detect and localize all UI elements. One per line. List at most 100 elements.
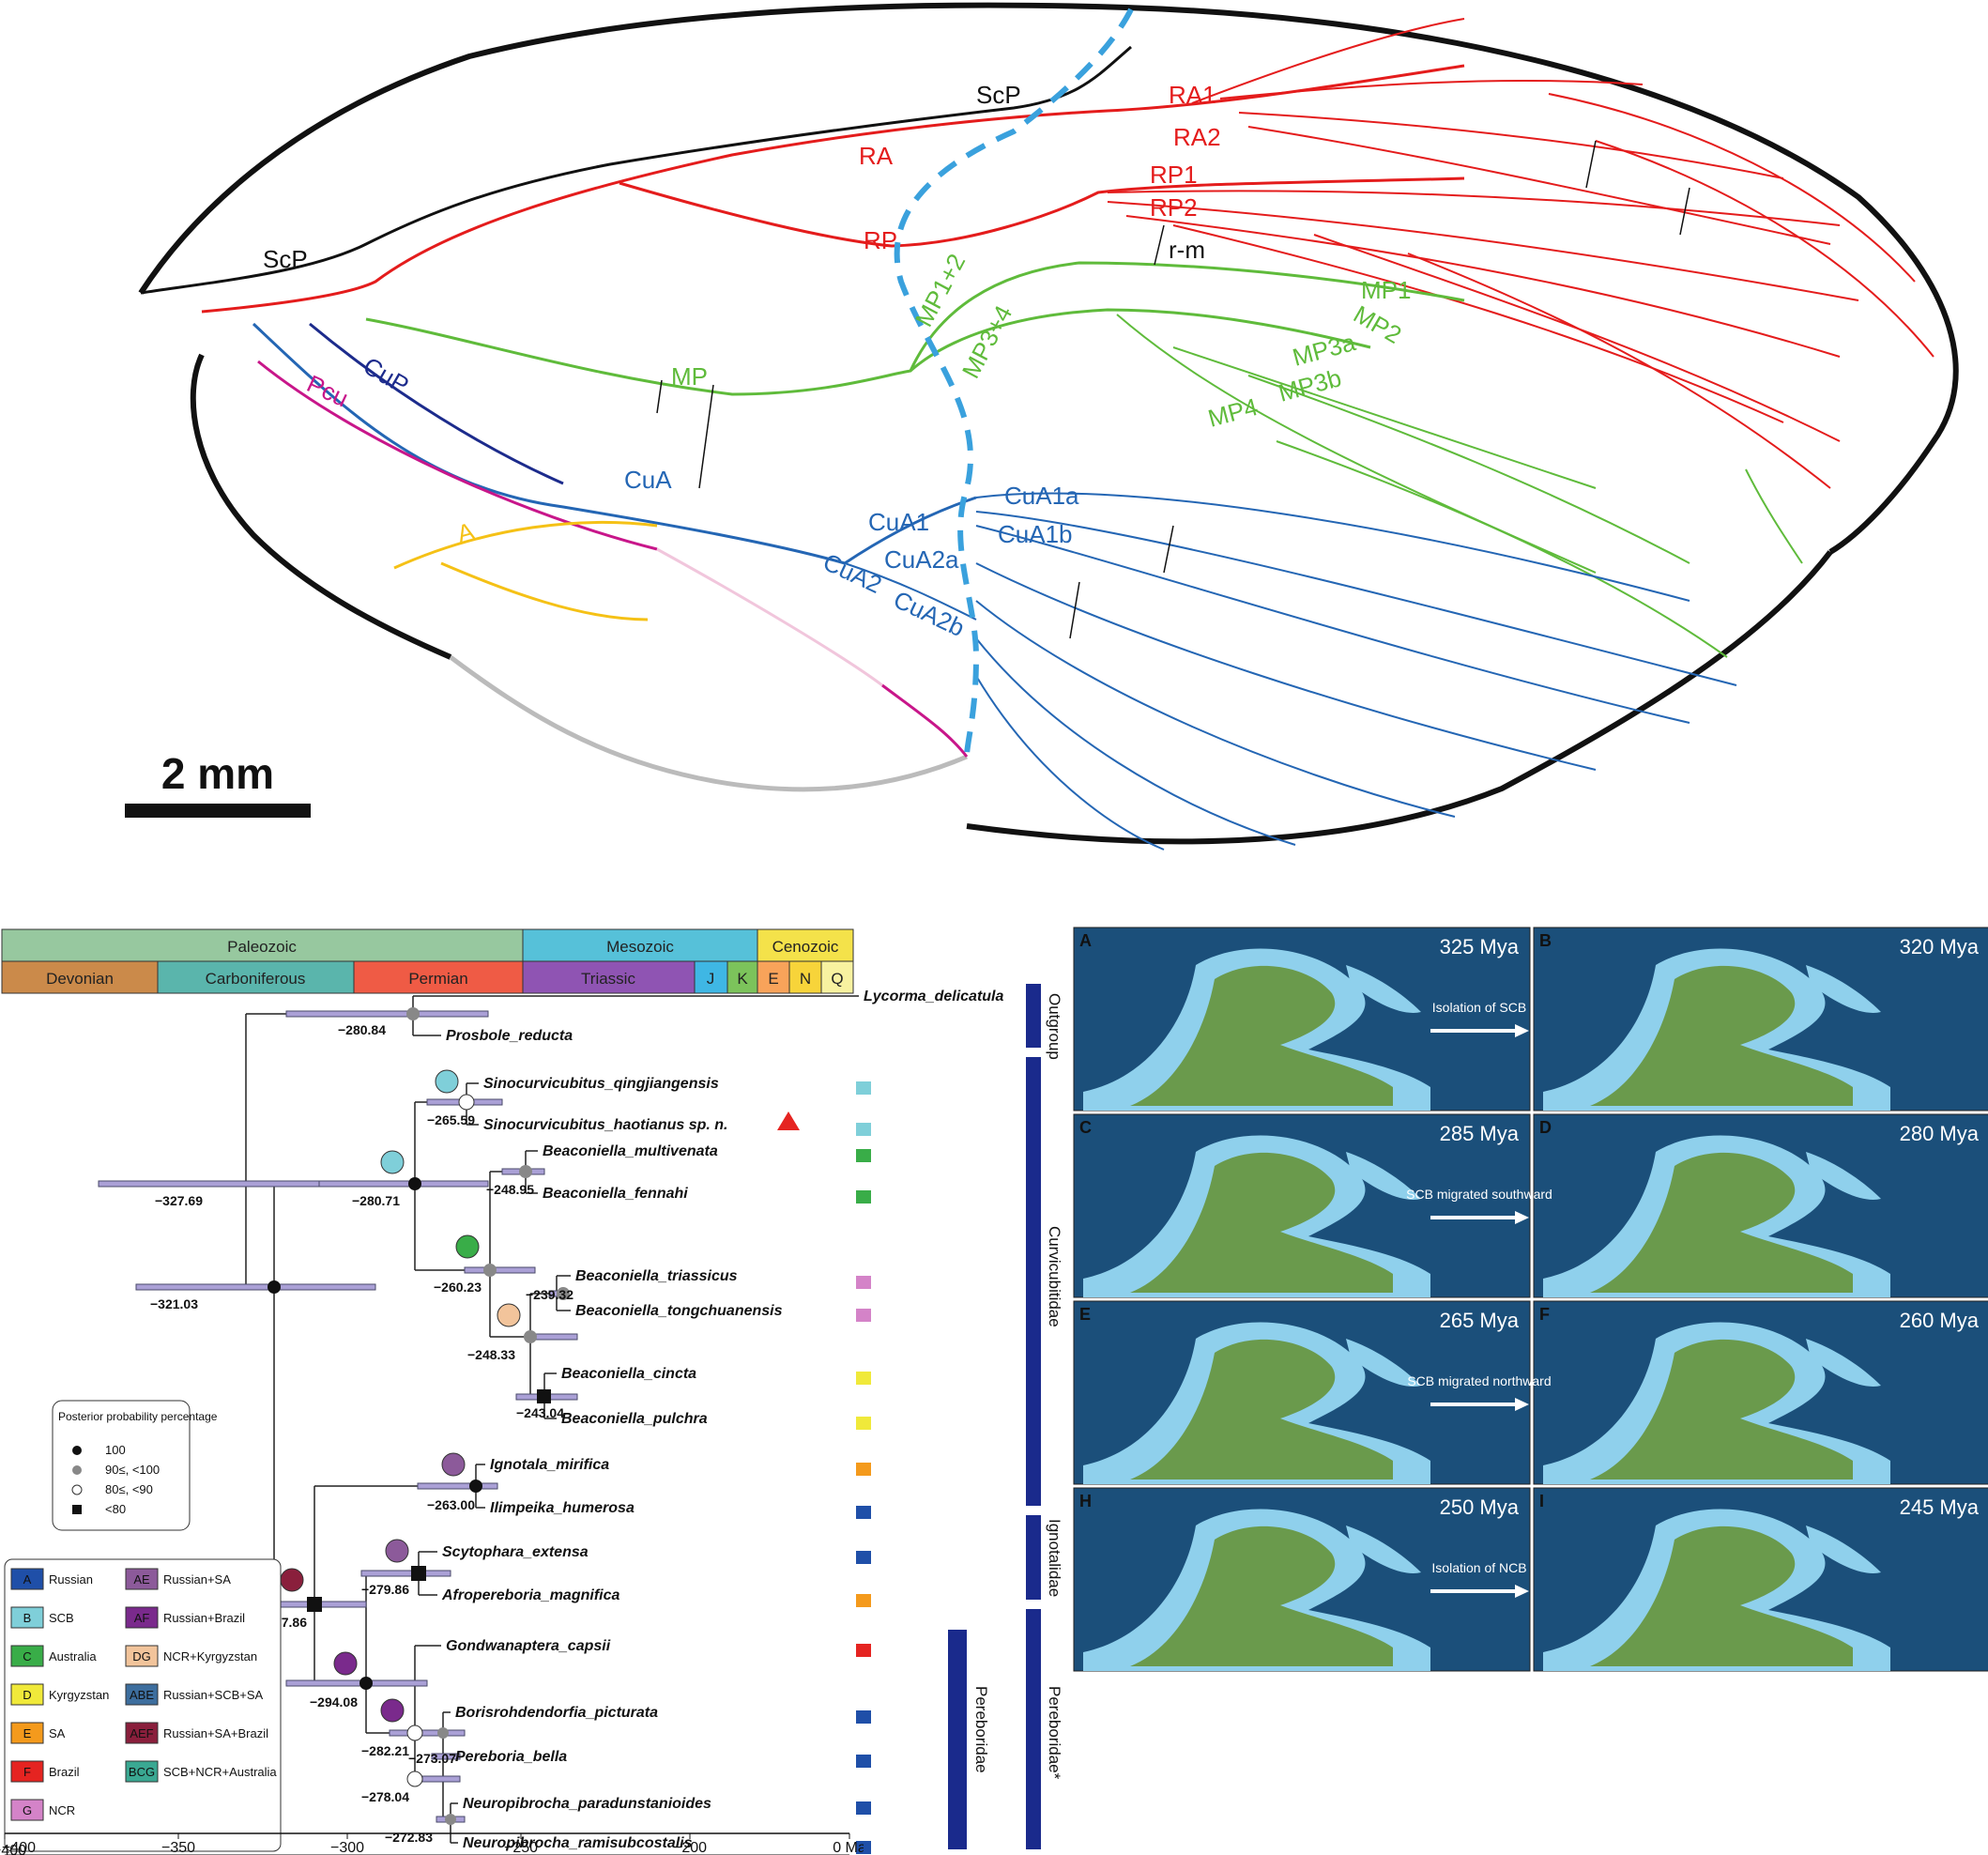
taxon-label: Prosbole_reducta <box>446 1028 573 1044</box>
node-beaconiella-5 <box>537 1389 551 1403</box>
svg-text:−282.21: −282.21 <box>361 1743 409 1758</box>
svg-text:−327.69: −327.69 <box>155 1193 203 1208</box>
taxon-label: Gondwanaptera_capsii <box>446 1638 611 1654</box>
svg-text:C: C <box>23 1649 31 1663</box>
label-cua2b: CuA2b <box>889 585 969 642</box>
clade-bars <box>948 984 1041 1849</box>
legend-entry: AEF Russian+SA+Brazil <box>125 1722 268 1744</box>
svg-text:245 Mya: 245 Mya <box>1900 1495 1980 1519</box>
node-beaconiella-4 <box>524 1330 537 1343</box>
vein-mp <box>365 261 1465 396</box>
label-rp: RP <box>864 226 897 254</box>
node-outgroup <box>406 1007 420 1020</box>
taxon-label: Scytophara_extensa <box>442 1544 589 1560</box>
posterior-probability-legend: Posterior probability percentage 100 90≤… <box>52 1400 218 1531</box>
svg-text:AEF: AEF <box>130 1726 153 1740</box>
period-n: N <box>800 970 811 988</box>
svg-text:Russian: Russian <box>49 1572 93 1587</box>
period-e: E <box>768 970 778 988</box>
ancestral-area-pies <box>280 1069 521 1723</box>
time-axis-labels: −400 −350 −300 −250 −200 0 Ma <box>2 1832 864 1855</box>
label-cua2a: CuA2a <box>884 545 959 574</box>
svg-text:−279.86: −279.86 <box>361 1582 409 1597</box>
taxon-label: Beaconiella_cincta <box>561 1366 696 1382</box>
svg-text:A: A <box>23 1572 32 1587</box>
svg-text:260 Mya: 260 Mya <box>1900 1309 1980 1332</box>
label-mp: MP <box>671 362 708 391</box>
svg-text:100: 100 <box>105 1443 126 1457</box>
svg-text:Russian+SA+Brazil: Russian+SA+Brazil <box>163 1726 268 1740</box>
period-j: J <box>707 970 715 988</box>
area-square <box>856 1190 871 1203</box>
svg-text:SCB migrated southward: SCB migrated southward <box>1406 1187 1552 1202</box>
svg-text:E: E <box>23 1726 32 1740</box>
node-sinocurvicubitus <box>458 1094 475 1111</box>
wing-anal-margin <box>190 353 452 660</box>
svg-text:280 Mya: 280 Mya <box>1900 1122 1980 1145</box>
taxon-label: Neuropibrocha_ramisubcostalis <box>463 1835 693 1851</box>
label-rp2: RP2 <box>1150 193 1198 222</box>
svg-text:D: D <box>1539 1118 1552 1137</box>
area-square <box>856 1123 871 1136</box>
map-tile: I 245 Mya <box>1533 1487 1988 1672</box>
svg-text:<80: <80 <box>105 1502 126 1516</box>
svg-text:Isolation of NCB: Isolation of NCB <box>1431 1560 1526 1575</box>
area-square <box>856 1841 871 1854</box>
area-square <box>856 1801 871 1815</box>
label-rp1: RP1 <box>1150 161 1198 189</box>
scale-bar <box>125 804 311 818</box>
svg-text:−300: −300 <box>330 1840 364 1855</box>
svg-text:80≤, <90: 80≤, <90 <box>105 1482 153 1496</box>
wing-anal-margin-grey <box>449 654 968 792</box>
label-mp34: MP3+4 <box>956 300 1018 382</box>
area-square <box>856 1594 871 1607</box>
node-ignotalidae <box>469 1479 482 1493</box>
taxon-label: Beaconiella_multivenata <box>543 1143 718 1159</box>
svg-text:−265.59: −265.59 <box>427 1112 475 1127</box>
svg-text:−260.23: −260.23 <box>434 1280 482 1295</box>
label-cua2: CuA2 <box>818 547 886 599</box>
svg-text:F: F <box>1539 1305 1550 1324</box>
area-square <box>856 1506 871 1519</box>
new-species-marker-icon <box>777 1111 800 1130</box>
map-tile: H 250 Mya <box>1073 1487 1531 1672</box>
area-square <box>856 1417 871 1430</box>
svg-text:0 Ma: 0 Ma <box>833 1840 864 1855</box>
node-beaconiella-2 <box>483 1264 497 1277</box>
svg-text:I: I <box>1539 1492 1544 1510</box>
svg-text:250 Mya: 250 Mya <box>1440 1495 1520 1519</box>
period-carboniferous: Carboniferous <box>206 970 306 988</box>
svg-text:−280.84: −280.84 <box>338 1022 386 1037</box>
svg-text:AE: AE <box>133 1572 150 1587</box>
taxon-labels: Lycorma_delicatula Prosbole_reducta Sino… <box>441 989 1004 1851</box>
taxon-label: Sinocurvicubitus_qingjiangensis <box>483 1076 719 1092</box>
label-scp-basal: ScP <box>263 245 308 273</box>
label-ra2: RA2 <box>1173 123 1221 151</box>
node-neuropibrocha-a <box>406 1771 423 1787</box>
cross-veins <box>656 140 1690 639</box>
svg-text:−280.71: −280.71 <box>352 1193 400 1208</box>
svg-text:90≤, <100: 90≤, <100 <box>105 1463 160 1477</box>
node-pereboridae <box>307 1597 322 1612</box>
svg-text:SCB: SCB <box>49 1611 74 1625</box>
svg-text:H: H <box>1079 1492 1092 1510</box>
taxon-label: Ilimpeika_humerosa <box>490 1500 635 1516</box>
period-k: K <box>737 970 748 988</box>
label-ra1: RA1 <box>1169 81 1216 109</box>
wing-venation-diagram: ScP RA1 RA2 RA RP1 RP2 r-m ScP RP MP1+2 … <box>125 2 1959 851</box>
area-square <box>856 1149 871 1162</box>
svg-text:Brazil: Brazil <box>49 1765 80 1779</box>
period-devonian: Devonian <box>46 970 114 988</box>
label-mp2: MP2 <box>1349 299 1406 349</box>
area-squares <box>856 1081 871 1854</box>
svg-text:NCR+Kyrgyzstan: NCR+Kyrgyzstan <box>163 1649 257 1663</box>
label-ra: RA <box>859 142 894 170</box>
